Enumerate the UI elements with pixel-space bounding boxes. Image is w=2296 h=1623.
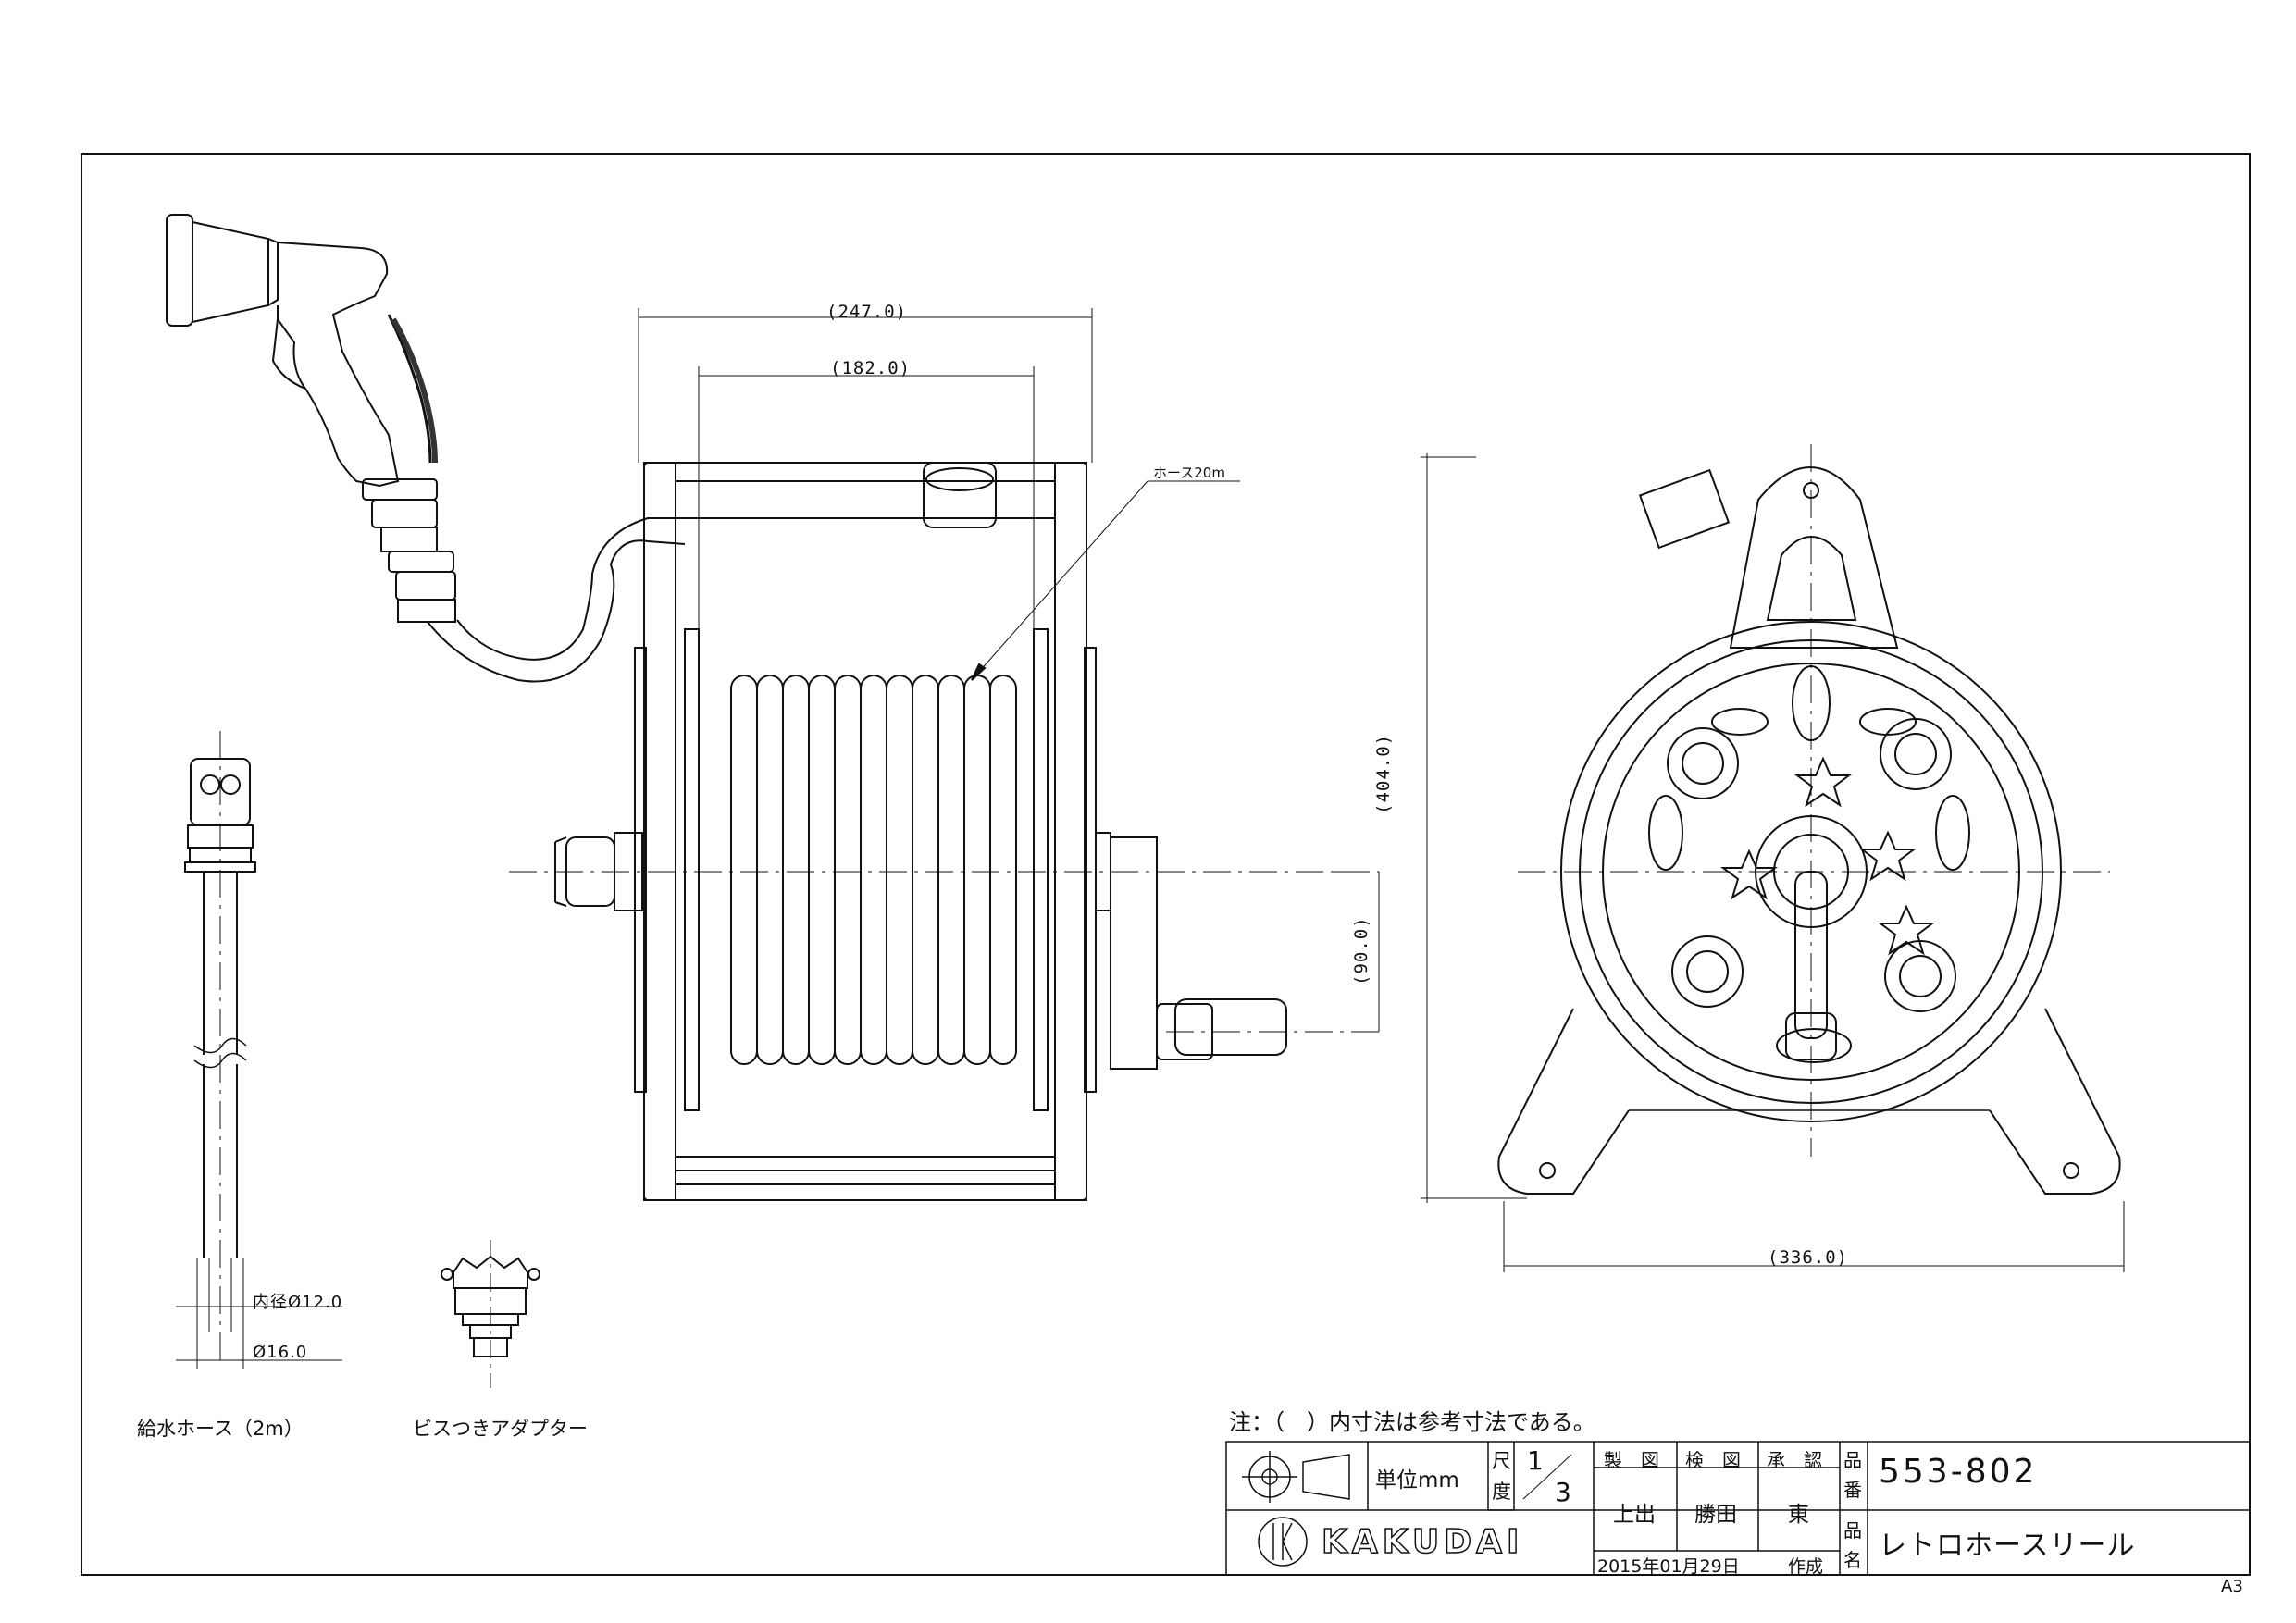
drawn-by: 上出 [1613,1503,1656,1527]
unit-label: 単位mm [1375,1468,1459,1493]
supply-hose [176,731,342,1369]
approved-header: 承 認 [1767,1449,1822,1471]
kakudai-logo: KAKUDAI [1321,1522,1524,1562]
scale-label-1: 尺 [1492,1450,1511,1472]
name-label-1: 品 [1843,1519,1862,1542]
scale-denominator: 3 [1555,1477,1571,1507]
part-no-label-2: 番 [1843,1479,1862,1501]
reel-front-view [1421,444,2125,1272]
sheet-size: A3 [2221,1577,2243,1596]
reel-side-view [509,308,1380,1201]
creation-date: 2015年01月29日 [1597,1556,1740,1577]
dimension-width-overall: (247.0) [826,302,908,322]
created-label: 作成 [1788,1556,1824,1577]
dimension-handle-offset: (90.0) [1351,916,1371,985]
approved-by: 東 [1788,1503,1809,1527]
screw-adapter [441,1240,540,1388]
part-number: 553-802 [1879,1453,2038,1491]
scale-label-2: 度 [1492,1481,1511,1503]
checked-by: 勝田 [1694,1503,1737,1527]
drawn-header: 製 図 [1604,1449,1659,1471]
dimension-base-width: (336.0) [1768,1247,1849,1268]
name-label-2: 名 [1843,1549,1862,1571]
title-block [1225,1441,2251,1576]
dimension-width-drum: (182.0) [830,358,912,378]
spray-nozzle [166,214,686,683]
adapter-label: ビスつきアダプター [413,1418,588,1440]
supply-hose-label: 給水ホース（2m） [137,1418,304,1440]
reference-note: 注：（ ）内寸法は参考寸法である。 [1229,1409,1595,1435]
hose-length-label: ホース20m [1153,465,1225,481]
scale-numerator: 1 [1527,1445,1544,1476]
dimension-outer-diameter: Ø16.0 [253,1343,308,1362]
sheet-border [81,153,2251,1576]
dimension-inner-diameter: 内径Ø12.0 [253,1293,343,1312]
product-name: レトロホースリール [1879,1530,2136,1562]
part-no-label-1: 品 [1843,1449,1862,1471]
dimension-height-overall: (404.0) [1373,733,1394,814]
checked-header: 検 図 [1685,1449,1741,1471]
